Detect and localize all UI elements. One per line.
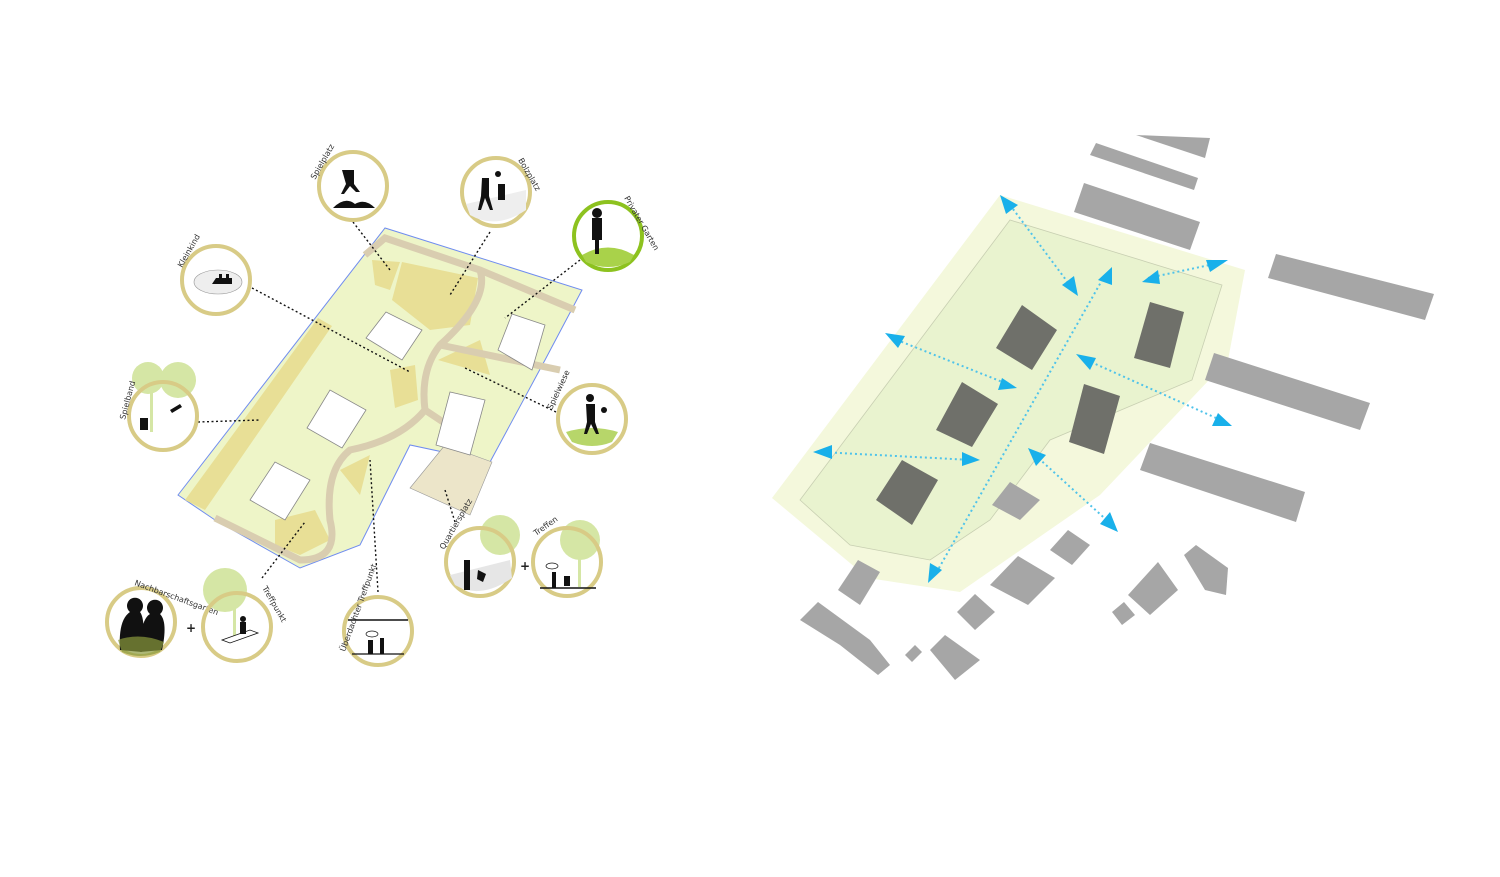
icon-spielband: Spielband — [118, 362, 199, 452]
arrow-head — [1142, 270, 1160, 284]
quartiersplatz-area — [409, 444, 493, 516]
kleinkind-area — [390, 365, 418, 408]
icon-quartiersplatz: Quartiersplatz — [438, 497, 520, 598]
bolzplatz-field — [392, 262, 478, 330]
arrow-head — [1098, 267, 1112, 285]
residential-buildings — [249, 311, 546, 521]
arrow-head — [998, 378, 1017, 390]
spielwiese-area — [438, 340, 490, 375]
icon-bolzplatz: Bolzplatz — [460, 156, 542, 228]
site-plan — [177, 221, 583, 593]
arrow-head — [1000, 195, 1018, 214]
movement-arrows — [813, 195, 1232, 583]
arrow-head — [1206, 260, 1228, 272]
icon-kleinkind: Kleinkind — [176, 233, 252, 316]
arrow-head — [1062, 276, 1078, 296]
arrow-head — [1028, 448, 1046, 466]
icon-ueberdachter-treffpunkt: Überdachter Treffpunkt — [337, 562, 414, 667]
plus-sign: + — [186, 621, 196, 635]
arrow-head — [962, 452, 980, 466]
neighbor-buildings — [800, 135, 1434, 680]
leader-lines — [197, 221, 581, 593]
garden-area — [340, 455, 370, 495]
circulation-map — [772, 135, 1434, 680]
spielplatz-area — [372, 260, 400, 290]
arrow-head — [1212, 413, 1232, 426]
icon-privater-garten: Privater Garten — [572, 195, 661, 272]
arrow-head — [813, 445, 832, 459]
icon-spielwiese: Spielwiese — [546, 369, 628, 455]
spielband-strip — [185, 318, 332, 510]
arrow-head — [1100, 512, 1118, 532]
arrow-head — [1076, 354, 1096, 370]
new-buildings — [876, 302, 1184, 525]
icon-treffen: Treffen — [531, 515, 603, 598]
plus-sign: + — [520, 559, 530, 573]
treffpunkt-area — [275, 510, 330, 555]
path-network — [213, 234, 577, 564]
icon-spielplatz: Spielplatz — [309, 143, 389, 222]
arrow-head — [885, 333, 905, 348]
arrow-head — [928, 563, 942, 583]
icon-treffpunkt: Treffpunkt — [201, 568, 288, 663]
